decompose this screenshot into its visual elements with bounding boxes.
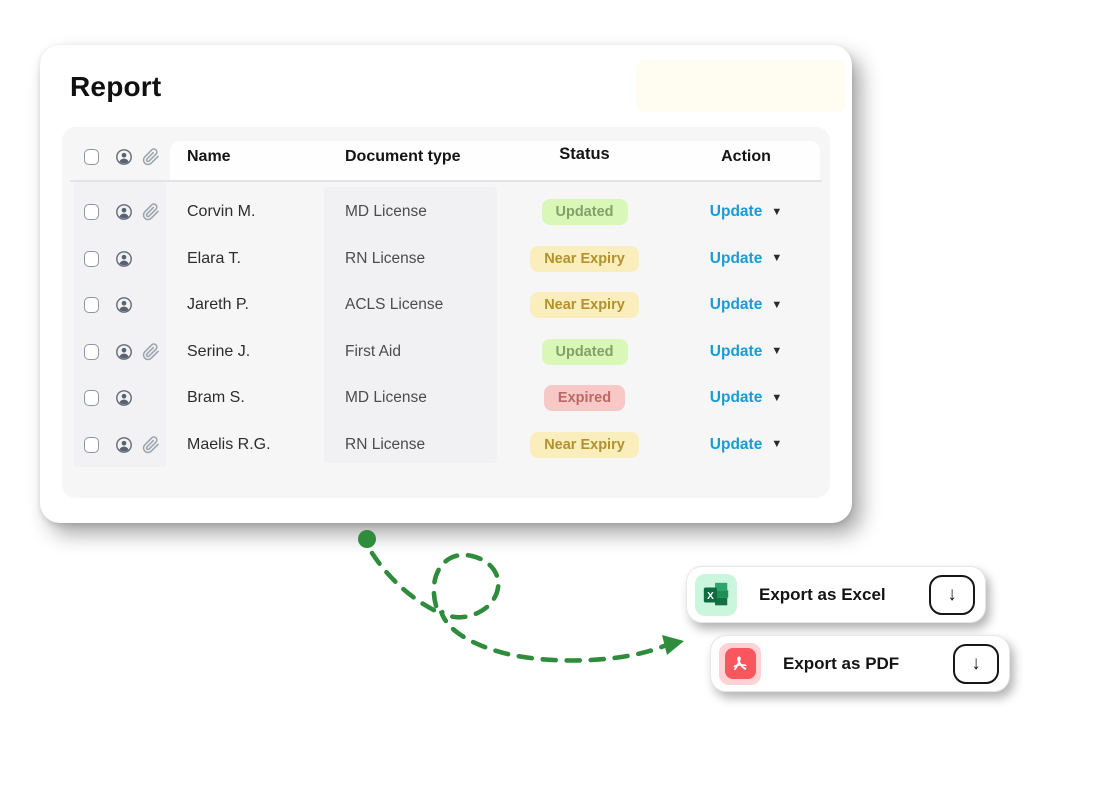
update-label: Update	[709, 435, 763, 453]
person-icon	[115, 389, 133, 407]
status-badge: Updated	[541, 338, 628, 365]
header-divider	[70, 180, 822, 182]
update-action-button[interactable]: Update ▼	[710, 436, 782, 454]
download-arrow-icon: ↓	[971, 652, 981, 674]
table-row: Jareth P. ACLS License Near Expiry Updat…	[74, 282, 820, 328]
icon-column-strip	[74, 181, 166, 467]
row-checkbox[interactable]	[84, 297, 99, 313]
update-action-button[interactable]: Update ▼	[710, 389, 782, 407]
row-checkbox[interactable]	[84, 390, 99, 406]
table-header-row: Name Document type Status Action	[74, 135, 820, 179]
update-action-button[interactable]: Update ▼	[710, 296, 782, 314]
select-all-checkbox[interactable]	[84, 149, 99, 165]
row-checkbox[interactable]	[84, 250, 99, 267]
download-icon-button[interactable]: ↓	[929, 574, 975, 615]
report-card: Report	[40, 45, 852, 523]
person-icon	[115, 343, 133, 361]
attachment-icon	[142, 342, 160, 361]
document-type-cell: ACLS License	[345, 296, 444, 313]
svg-text:X: X	[707, 591, 714, 602]
name-cell: Serine J.	[187, 342, 251, 360]
person-icon	[115, 148, 133, 166]
name-cell: Jareth P.	[187, 296, 249, 313]
update-label: Update	[709, 342, 763, 360]
export-pdf-button[interactable]: Export as PDF ↓	[710, 635, 1010, 692]
document-type-cell: First Aid	[345, 342, 401, 360]
name-cell: Elara T.	[187, 249, 241, 267]
chevron-down-icon: ▼	[771, 345, 783, 357]
excel-icon: X	[695, 573, 737, 616]
status-badge: Updated	[541, 199, 628, 225]
document-type-cell: RN License	[345, 435, 426, 453]
pdf-icon	[719, 642, 761, 685]
paperclip-icon	[142, 148, 160, 166]
report-table: Name Document type Status Action	[62, 127, 830, 498]
document-type-cell: MD License	[345, 389, 427, 406]
row-checkbox[interactable]	[84, 343, 99, 360]
column-header-action: Action	[721, 148, 771, 165]
table-row: Corvin M. MD License Updated Update ▼	[74, 189, 820, 235]
status-badge: Expired	[543, 385, 626, 411]
chevron-down-icon: ▼	[771, 252, 783, 264]
export-pdf-label: Export as PDF	[783, 653, 900, 673]
update-action-button[interactable]: Update ▼	[710, 250, 782, 268]
chevron-down-icon: ▼	[771, 438, 783, 450]
attachment-icon	[142, 435, 160, 454]
export-excel-label: Export as Excel	[759, 584, 886, 604]
column-header-name: Name	[187, 148, 231, 165]
status-badge: Near Expiry	[530, 431, 639, 458]
chevron-down-icon: ▼	[771, 298, 783, 311]
name-cell: Maelis R.G.	[187, 435, 271, 453]
table-row: Serine J. First Aid Updated Update ▼	[74, 329, 820, 375]
person-icon	[115, 296, 133, 314]
person-icon	[115, 203, 133, 221]
table-row: Maelis R.G. RN License Near Expiry Updat…	[74, 422, 820, 468]
attachment-icon	[142, 203, 160, 221]
arrow-head	[662, 635, 684, 655]
table-header-strip	[170, 141, 820, 181]
person-icon	[115, 436, 133, 454]
row-checkbox[interactable]	[84, 436, 99, 453]
person-icon	[115, 250, 133, 268]
update-label: Update	[709, 389, 763, 406]
export-excel-button[interactable]: X Export as Excel ↓	[686, 566, 986, 623]
update-label: Update	[709, 203, 763, 220]
status-badge: Near Expiry	[530, 245, 639, 272]
update-action-button[interactable]: Update ▼	[710, 343, 782, 361]
update-action-button[interactable]: Update ▼	[710, 203, 782, 221]
document-type-cell: MD License	[345, 203, 427, 220]
update-label: Update	[709, 249, 763, 267]
table-row: Elara T. RN License Near Expiry Update ▼	[74, 236, 820, 282]
column-header-status: Status	[559, 144, 610, 163]
table-row: Bram S. MD License Expired Update ▼	[74, 375, 820, 421]
download-arrow-icon: ↓	[947, 583, 957, 605]
name-cell: Bram S.	[187, 389, 245, 406]
document-column-strip	[324, 187, 497, 463]
row-checkbox[interactable]	[84, 204, 99, 220]
arrow-start-dot	[358, 530, 376, 548]
highlight-placeholder	[636, 60, 846, 112]
page-title: Report	[70, 71, 162, 102]
status-badge: Near Expiry	[530, 292, 639, 318]
update-label: Update	[709, 296, 763, 313]
download-icon-button[interactable]: ↓	[953, 643, 999, 684]
name-cell: Corvin M.	[187, 203, 256, 220]
column-header-document-type: Document type	[345, 148, 461, 165]
document-type-cell: RN License	[345, 249, 426, 267]
chevron-down-icon: ▼	[771, 205, 783, 218]
chevron-down-icon: ▼	[771, 391, 783, 404]
